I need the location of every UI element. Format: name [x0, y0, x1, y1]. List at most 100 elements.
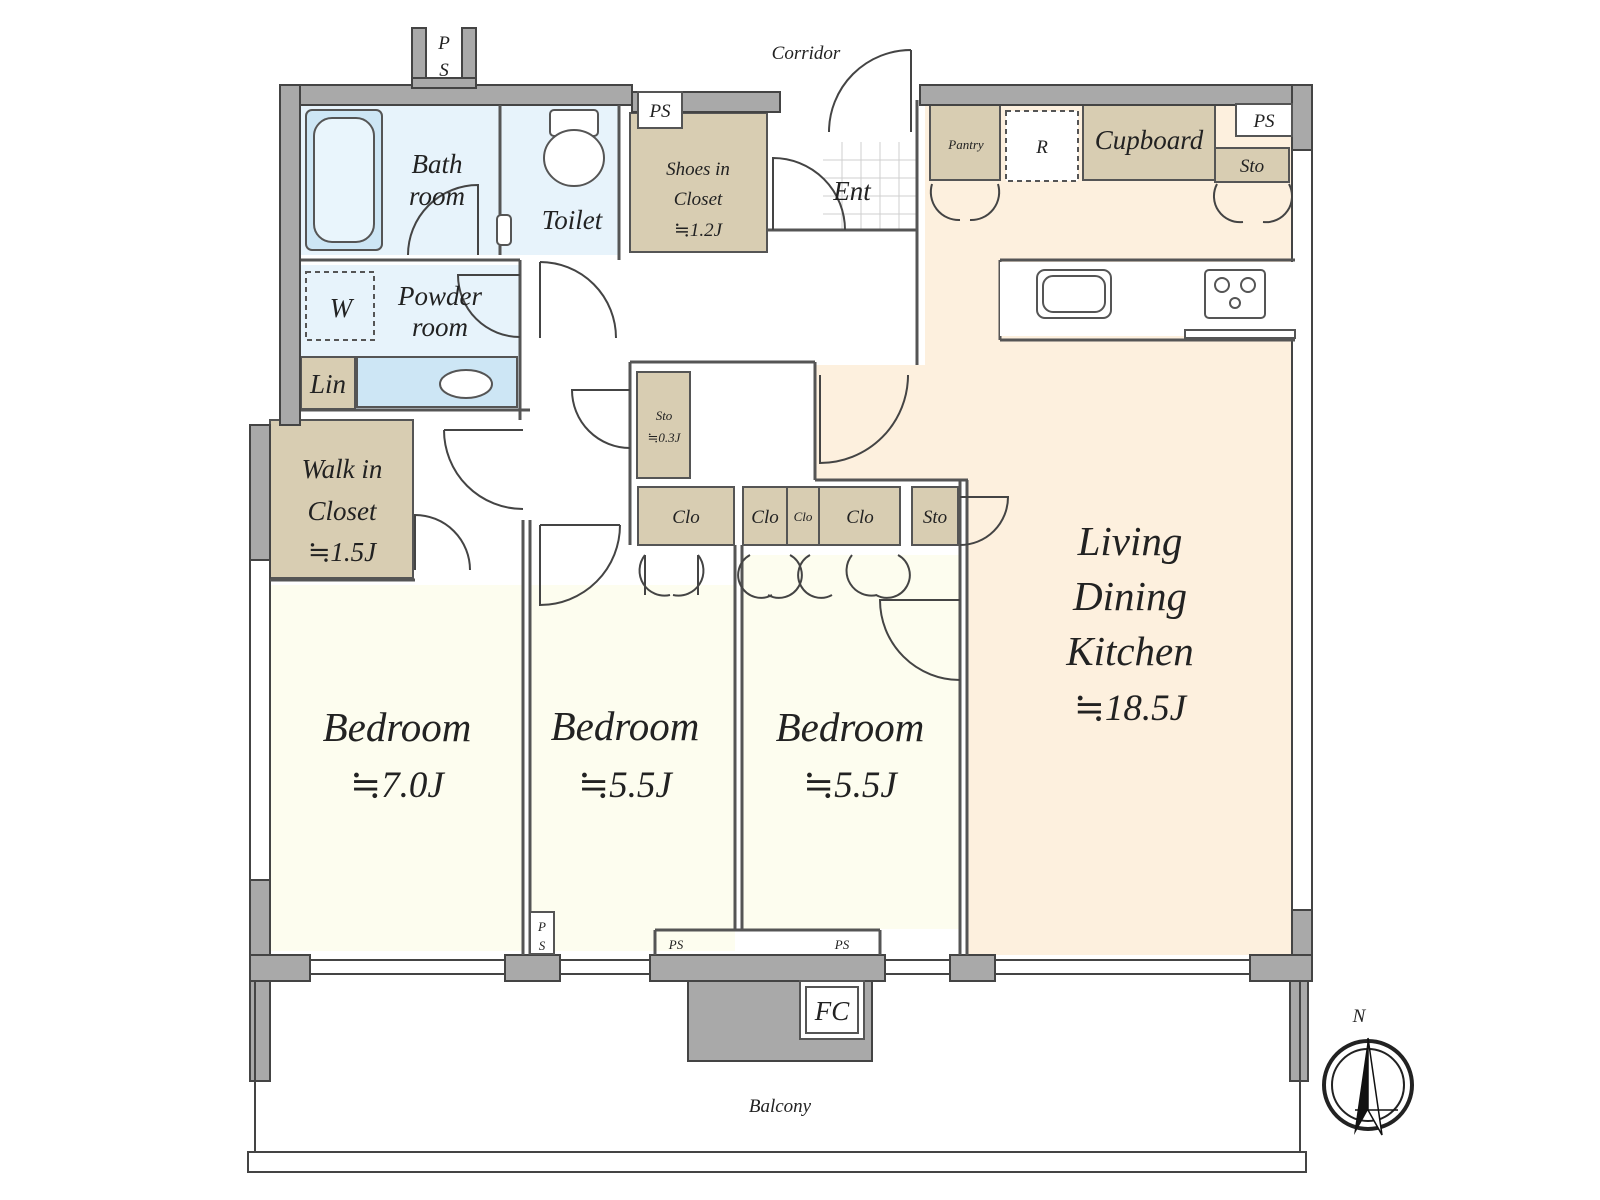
linen-block: [300, 356, 356, 410]
window-bedroom-west: [309, 959, 506, 975]
window-bedroom-east: [884, 959, 951, 975]
ps-entrance-label: PS: [648, 101, 671, 122]
stove-burner-2-icon: [1240, 277, 1256, 293]
clo-middle-block: [637, 486, 735, 546]
bedroom-east-floor: [742, 555, 960, 929]
sto-kitchen-block: [1214, 147, 1290, 183]
labels: Bedroom ≒7.0J Bedroom ≒5.5J Bedroom ≒5.5…: [302, 33, 1367, 1117]
entrance-tiles: [823, 142, 917, 230]
entrance-floor: [823, 142, 917, 230]
window-bedroom-middle: [559, 959, 651, 975]
bedroom-west-area: ≒7.0J: [350, 765, 445, 806]
balcony-label: Balcony: [749, 1096, 812, 1117]
ldk-area: ≒18.5J: [1074, 688, 1188, 729]
interior-walls: [270, 100, 1295, 955]
balcony-rail: [247, 1151, 1307, 1173]
compass-icon: [1322, 1037, 1414, 1136]
clo-east-small-label: Clo: [794, 509, 813, 524]
compass-north-label: N: [1352, 1006, 1367, 1027]
ps-bedroom-s: S: [539, 938, 546, 953]
ps-top-s: S: [439, 60, 449, 81]
sto-east-label: Sto: [923, 507, 947, 528]
sto-east-block: [911, 486, 959, 546]
sto-hall-area: ≒0.3J: [648, 430, 682, 445]
shoes-closet-block: [629, 112, 768, 253]
bathroom-line2: room: [409, 181, 465, 211]
ps-bedroom-box: [529, 911, 555, 955]
ps-kitchen-box: [1235, 103, 1293, 137]
door-bath: [407, 183, 479, 256]
sto-hall-label: Sto: [656, 408, 673, 423]
doors-pantry: [929, 183, 1001, 222]
washer-icon: [305, 271, 375, 341]
doors-clo-east: [737, 554, 911, 599]
toilet-sink-icon: [496, 214, 512, 246]
door-sto-hall: [570, 389, 631, 449]
fixtures: [305, 91, 1296, 1040]
doors: [356, 49, 1294, 681]
wic-area: ≒1.5J: [308, 537, 378, 567]
ps-top-connector: [411, 77, 477, 89]
storage-blocks: [269, 104, 1290, 579]
toilet-label: Toilet: [542, 205, 604, 235]
pantry-block: [929, 104, 1001, 181]
cupboard-block: [1082, 104, 1216, 181]
window-ldk: [994, 959, 1251, 975]
refrigerator-icon: [1005, 110, 1079, 182]
bedroom-east-area: ≒5.5J: [803, 765, 898, 806]
clo-east-right-block: [818, 486, 901, 546]
wall-south-ps: [649, 954, 886, 982]
stove-burner-1-icon: [1214, 277, 1230, 293]
pantry-label: Pantry: [947, 137, 984, 152]
door-corridor: [828, 49, 912, 133]
bathroom-line1: Bath: [412, 149, 463, 179]
powder-room-line2: room: [412, 312, 468, 342]
door-toilet: [539, 261, 617, 339]
door-hall-ldk: [819, 374, 909, 465]
wall-south-east: [949, 954, 996, 982]
toilet-bowl-icon: [543, 129, 605, 187]
door-entrance: [772, 156, 846, 231]
door-bedroom-west: [443, 429, 524, 510]
corridor-label: Corridor: [772, 43, 841, 64]
bedroom-west-floor: [270, 585, 523, 951]
fc-label: FC: [814, 996, 850, 1026]
clo-east-right-label: Clo: [846, 507, 873, 528]
refrigerator-label: R: [1035, 137, 1048, 158]
wall-south-mid: [504, 954, 561, 982]
ps-top-left-shaft: [411, 27, 427, 86]
fc-inner-box: [805, 986, 859, 1034]
balcony: [247, 981, 1307, 1173]
door-bedroom-east: [878, 599, 961, 681]
powder-room-line1: Powder: [397, 281, 482, 311]
stove-icon: [1204, 269, 1266, 319]
ps-south-left-label: PS: [668, 937, 684, 952]
sto-kitchen-label: Sto: [1240, 156, 1264, 177]
clo-middle-label: Clo: [672, 507, 699, 528]
door-sto-east: [959, 496, 1010, 546]
stove-burner-3-icon: [1229, 297, 1241, 309]
balcony-pillar-west: [249, 980, 271, 1082]
clo-east-left-label: Clo: [751, 507, 778, 528]
shoes-closet-line2: Closet: [674, 189, 723, 210]
shoes-closet-area: ≒1.2J: [674, 220, 724, 241]
wall-north-east: [919, 84, 1313, 106]
wall-south-corner: [1249, 954, 1313, 982]
doors-clo-middle: [638, 554, 705, 597]
door-wic: [414, 513, 471, 571]
bedroom-middle-floor: [530, 585, 735, 951]
counter-edge-icon: [1184, 329, 1296, 339]
ldk-line2: Dining: [1072, 573, 1187, 619]
wall-west-upper: [279, 84, 301, 426]
window-east-side: [1291, 149, 1313, 911]
vanity-counter-icon: [356, 356, 518, 408]
door-powder: [456, 274, 521, 338]
kitchen-sink-inner-icon: [1042, 275, 1106, 313]
wall-south-west: [249, 954, 311, 982]
ps-top-right-shaft: [461, 27, 477, 86]
ps-top-p: P: [437, 33, 450, 54]
wic-line2: Closet: [307, 496, 378, 526]
ps-kitchen-label: PS: [1252, 111, 1275, 132]
window-west-side: [249, 559, 271, 881]
